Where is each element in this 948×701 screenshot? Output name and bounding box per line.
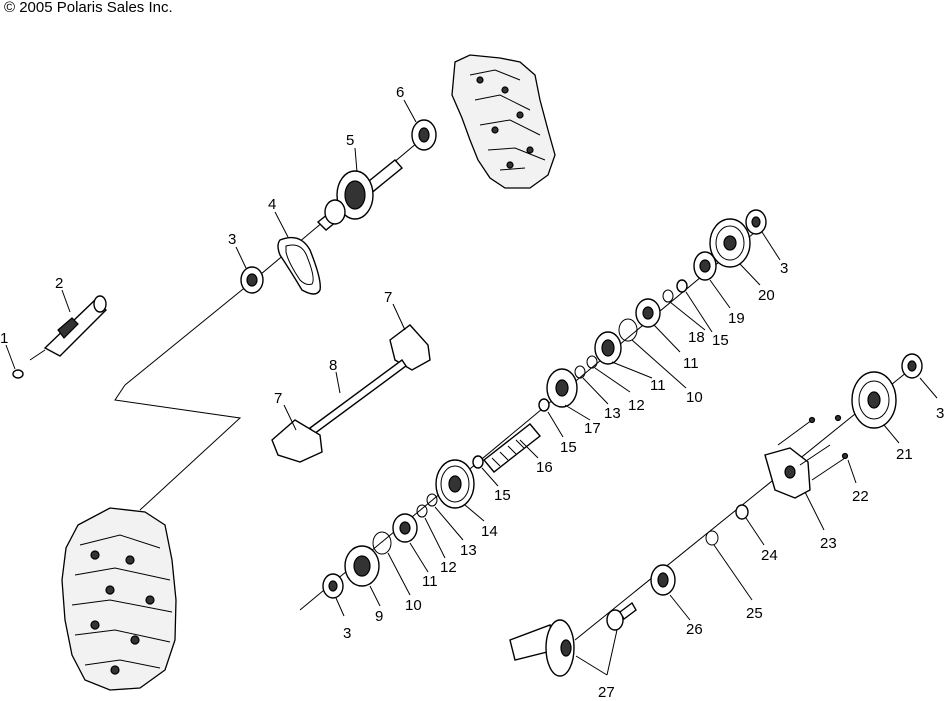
callout-23: 23 <box>820 535 837 552</box>
part-4-drive-chain <box>277 236 321 295</box>
callout-10-upper: 10 <box>686 389 703 406</box>
callout-27: 27 <box>598 684 615 701</box>
part-19-sprocket <box>693 251 717 281</box>
part-3-bearing-upper <box>240 266 264 294</box>
part-11-dog-clutch <box>594 331 622 365</box>
callout-22: 22 <box>852 488 869 505</box>
input-shaft-axis <box>114 131 431 511</box>
part-10-snap-ring-upper <box>618 318 638 342</box>
part-15-ring-middle <box>538 398 550 412</box>
part-20-gear <box>709 218 751 268</box>
callout-7-upper: 7 <box>384 289 392 306</box>
part-12-washer-upper <box>586 355 598 369</box>
part-13-ring-lower <box>426 493 438 507</box>
callout-13-upper: 13 <box>604 405 621 422</box>
callout-26: 26 <box>686 621 703 638</box>
callout-14: 14 <box>481 523 498 540</box>
callout-24: 24 <box>761 547 778 564</box>
part-25-ring <box>705 530 719 546</box>
callout-3-lower-left: 3 <box>343 625 351 642</box>
part-23-housing <box>764 447 811 499</box>
callout-7-lower: 7 <box>274 390 282 407</box>
copyright-notice: © 2005 Polaris Sales Inc. <box>4 0 173 16</box>
callout-3: 3 <box>228 231 236 248</box>
part-7-shift-fork-upper <box>389 324 431 371</box>
part-22-bolts <box>777 414 849 481</box>
part-8-shift-rail <box>309 359 407 435</box>
part-17-gear <box>546 368 578 408</box>
callout-21: 21 <box>896 446 913 463</box>
callout-11-middle: 11 <box>650 377 666 394</box>
part-1-screw <box>5 344 24 379</box>
part-9-coupler <box>344 545 380 587</box>
part-5-input-shaft <box>316 159 404 231</box>
part-26-bearing <box>650 564 676 596</box>
callout-5: 5 <box>346 132 354 149</box>
part-3-bearing-lower-left <box>322 573 344 599</box>
callout-20: 20 <box>758 287 775 304</box>
callout-2: 2 <box>55 275 63 292</box>
part-15-ring-lower <box>472 455 484 469</box>
part-7-shift-fork-lower <box>271 419 323 463</box>
part-15-ring-upper <box>676 279 688 293</box>
callout-15-lower: 15 <box>494 487 511 504</box>
callout-19: 19 <box>728 310 745 327</box>
part-10-snap-ring-lower <box>372 531 392 555</box>
callout-25: 25 <box>746 605 763 622</box>
part-13-ring-upper <box>574 365 586 379</box>
part-11-bushing-upper <box>635 298 661 328</box>
callout-11-upper: 11 <box>683 355 699 372</box>
callout-3-upper-right: 3 <box>780 260 788 277</box>
part-14-gear <box>435 459 475 509</box>
part-16-splined-shaft <box>483 423 541 473</box>
part-27-coupler <box>606 601 637 631</box>
callout-18: 18 <box>688 329 705 346</box>
callout-13-lower: 13 <box>460 542 477 559</box>
callout-labels: 1 2 3 4 5 6 7 8 7 3 20 19 15 18 11 10 11… <box>0 84 944 701</box>
part-6-bearing <box>411 119 437 151</box>
transmission-case-upper <box>451 54 556 189</box>
part-3-bearing-far-right <box>901 353 923 379</box>
part-2-shift-shaft <box>29 295 108 361</box>
part-12-washer-lower <box>416 504 428 518</box>
callout-15-middle: 15 <box>560 439 577 456</box>
callout-9: 9 <box>375 608 383 625</box>
callout-16: 16 <box>536 459 553 476</box>
callout-4: 4 <box>268 196 276 213</box>
part-24-seal <box>735 504 749 520</box>
callout-10-lower: 10 <box>405 597 422 614</box>
callout-8: 8 <box>329 357 337 374</box>
callout-3-far-right: 3 <box>936 405 944 422</box>
callout-leaders <box>61 99 938 676</box>
callout-11-lower: 11 <box>422 573 438 590</box>
callout-6: 6 <box>396 84 404 101</box>
callout-17: 17 <box>584 420 601 437</box>
callout-1: 1 <box>0 330 8 347</box>
part-21-gear <box>851 371 897 429</box>
callout-12-upper: 12 <box>628 397 645 414</box>
part-11-bushing-lower <box>392 513 418 543</box>
part-18-washer <box>662 289 674 303</box>
callout-15-upper: 15 <box>712 332 729 349</box>
transmission-case-lower <box>61 507 177 691</box>
part-3-bearing-upper-right <box>745 209 767 235</box>
part-27-output-flange <box>509 619 575 677</box>
callout-12-lower: 12 <box>440 559 457 576</box>
